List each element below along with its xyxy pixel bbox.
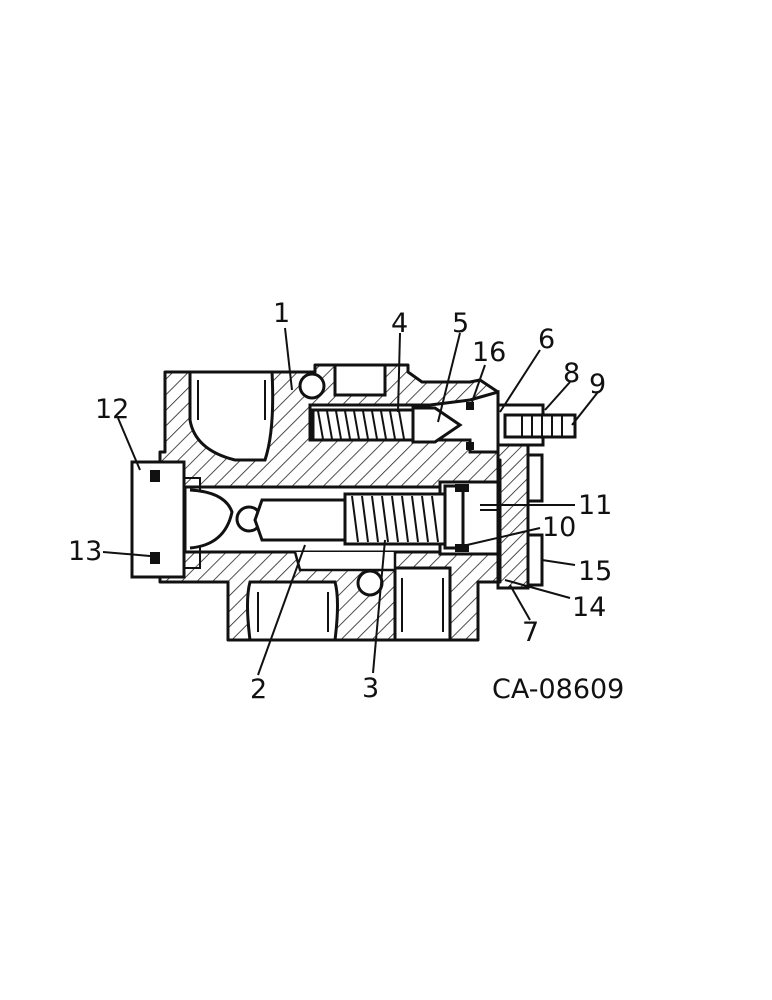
spool-spring [343, 492, 447, 546]
plate-boss-upper [526, 453, 544, 503]
callout-1: 1 [273, 298, 290, 329]
relief-poppet [411, 402, 474, 450]
callout-12: 12 [95, 394, 129, 425]
callout-5: 5 [452, 308, 469, 339]
callout-9: 9 [589, 369, 606, 400]
callout-2: 2 [250, 674, 267, 705]
callout-14: 14 [572, 592, 606, 623]
plate-boss-lower [526, 533, 544, 587]
callout-6: 6 [538, 324, 555, 355]
leader-lines [102, 327, 599, 676]
callout-10: 10 [542, 512, 576, 543]
callout-4: 4 [391, 308, 408, 339]
end-plug [130, 460, 201, 579]
callout-11: 11 [578, 490, 612, 521]
callout-labels: 1 2 3 4 5 6 7 8 9 10 11 12 13 14 15 16 [68, 298, 612, 705]
callout-13: 13 [68, 536, 102, 567]
spool [189, 488, 347, 550]
callout-3: 3 [362, 673, 379, 704]
callout-7: 7 [522, 617, 539, 648]
piston [443, 484, 498, 552]
drawing-code: CA-08609 [492, 674, 624, 705]
callout-16: 16 [472, 337, 506, 368]
relief-spring [311, 408, 415, 442]
mounting-bolt [496, 403, 577, 447]
callout-8: 8 [563, 358, 580, 389]
callout-15: 15 [578, 556, 612, 587]
